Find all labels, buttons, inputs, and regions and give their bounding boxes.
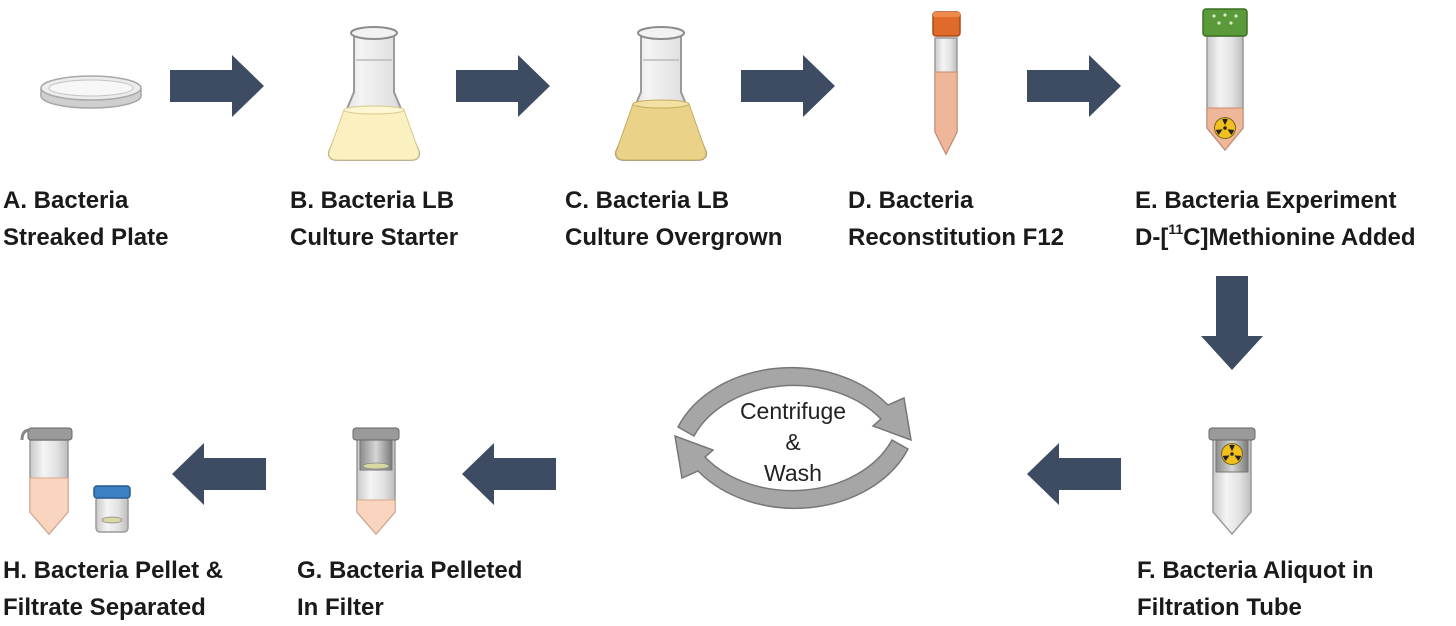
flow-arrow xyxy=(741,55,835,117)
step-h-line1: H. Bacteria Pellet & xyxy=(3,557,224,584)
cycle-label: Centrifuge & Wash xyxy=(723,396,863,489)
filter-tube-icon xyxy=(1208,427,1256,536)
step-b-label: B. Bacteria LB Culture Starter xyxy=(290,182,458,256)
step-h-label: H. Bacteria Pellet & Filtrate Separated xyxy=(3,552,223,626)
flow-arrow xyxy=(1027,55,1121,117)
petri-dish-icon xyxy=(40,75,142,109)
cycle-line3: Wash xyxy=(764,460,822,486)
step-a-line1: A. Bacteria xyxy=(3,187,129,214)
step-c-line1: C. Bacteria LB xyxy=(565,187,730,214)
radiation-icon xyxy=(1214,117,1236,139)
step-e-line2: D-[11C]Methionine Added xyxy=(1135,221,1416,251)
step-c-line2: Culture Overgrown xyxy=(565,224,783,251)
filter-tube-icon xyxy=(352,427,400,536)
step-e-line1: E. Bacteria Experiment xyxy=(1135,187,1397,214)
step-g-line1: G. Bacteria Pelleted xyxy=(297,557,523,584)
flow-arrow-down xyxy=(1201,276,1263,370)
vented-tube-icon xyxy=(1202,8,1248,152)
flow-arrow-left xyxy=(172,443,266,505)
step-a-label: A. Bacteria Streaked Plate xyxy=(3,182,168,256)
flow-arrow xyxy=(456,55,550,117)
flask-icon xyxy=(327,26,421,161)
step-f-line1: F. Bacteria Aliquot in xyxy=(1137,557,1374,584)
step-g-line2: In Filter xyxy=(297,594,384,621)
cycle-line1: Centrifuge xyxy=(739,398,847,424)
step-d-line2: Reconstitution F12 xyxy=(848,224,1065,251)
step-h-line2: Filtrate Separated xyxy=(3,594,206,621)
flask-icon xyxy=(614,26,708,161)
radiation-icon xyxy=(1221,443,1243,465)
conical-tube-icon xyxy=(932,11,961,156)
flow-arrow xyxy=(170,55,264,117)
step-f-line2: Filtration Tube xyxy=(1137,594,1302,621)
flow-arrow-left xyxy=(1027,443,1121,505)
step-a-line2: Streaked Plate xyxy=(3,224,169,251)
vial-icon xyxy=(93,485,131,533)
step-d-label: D. Bacteria Reconstitution F12 xyxy=(848,182,1064,256)
step-g-label: G. Bacteria Pelleted In Filter xyxy=(297,552,522,626)
step-c-label: C. Bacteria LB Culture Overgrown xyxy=(565,182,782,256)
step-f-label: F. Bacteria Aliquot in Filtration Tube xyxy=(1137,552,1373,626)
step-d-line1: D. Bacteria xyxy=(848,187,974,214)
flow-arrow-left xyxy=(462,443,556,505)
cycle-arrows xyxy=(674,366,912,510)
step-b-line2: Culture Starter xyxy=(290,224,459,251)
step-b-line1: B. Bacteria LB xyxy=(290,187,455,214)
step-e-label: E. Bacteria Experiment D-[11C]Methionine… xyxy=(1135,182,1416,256)
conical-tube-icon xyxy=(20,427,73,536)
cycle-line2: & xyxy=(785,429,801,455)
